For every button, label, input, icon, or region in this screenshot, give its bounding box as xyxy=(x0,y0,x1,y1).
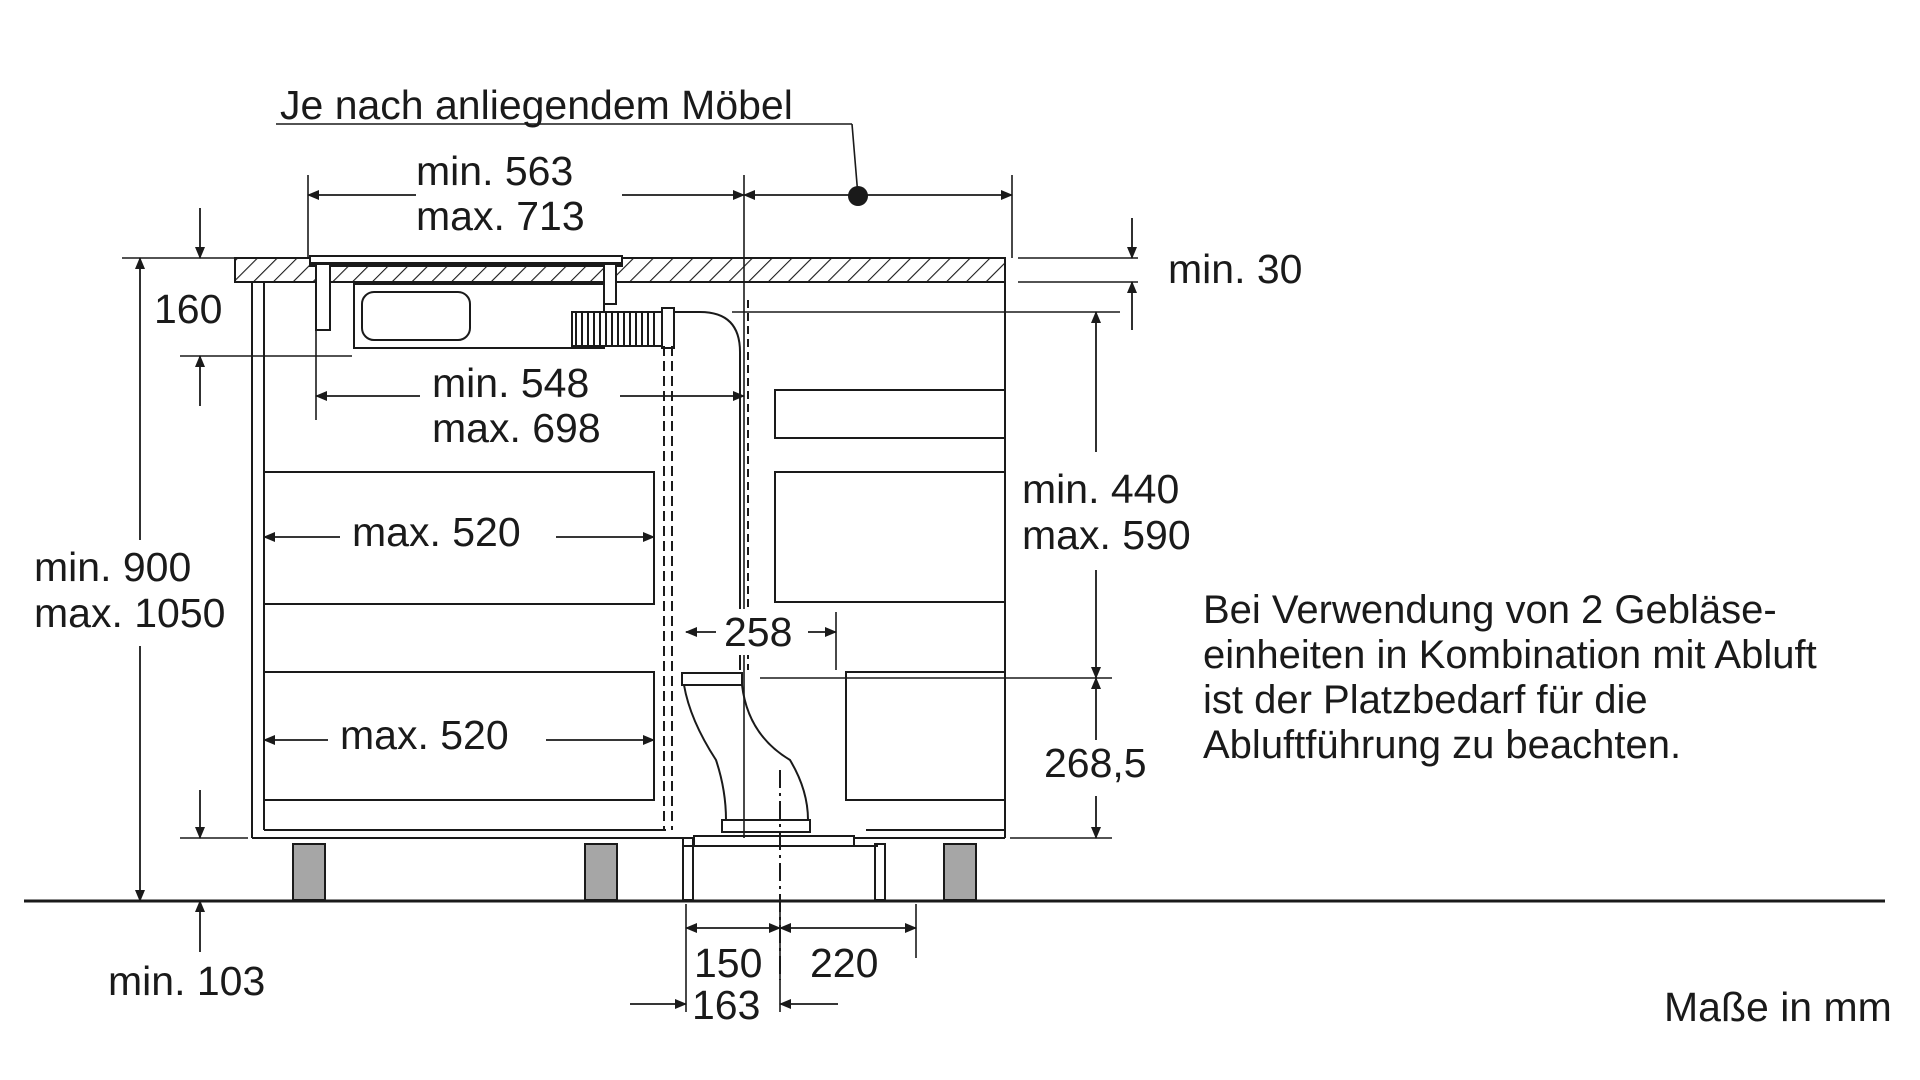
note-line: Bei Verwendung von 2 Gebläse- xyxy=(1203,588,1777,632)
bottom-150-label: 150 xyxy=(694,940,763,986)
duct-268-label: 268,5 xyxy=(1044,740,1147,786)
note-line: ist der Platzbedarf für die xyxy=(1203,678,1648,722)
right-drawers xyxy=(774,389,1006,831)
worktop xyxy=(234,255,1006,283)
total-height-max-label: max. 1050 xyxy=(34,590,226,636)
drawer-lower-label: max. 520 xyxy=(340,712,509,758)
top-width-max-label: max. 713 xyxy=(416,193,585,239)
right-height-min-label: min. 440 xyxy=(1022,466,1180,512)
drawer-upper-label: max. 520 xyxy=(352,509,521,555)
duct-bellows xyxy=(571,300,749,670)
inner-width-max-label: max. 698 xyxy=(432,405,601,451)
inner-width-min-label: min. 548 xyxy=(432,360,590,406)
right-height-max-label: max. 590 xyxy=(1022,512,1191,558)
bottom-220-label: 220 xyxy=(810,940,879,986)
note-line: Abluftführung zu beachten. xyxy=(1203,723,1682,767)
furniture-note-label: Je nach anliegendem Möbel xyxy=(280,82,793,128)
cabinet-legs xyxy=(292,843,977,901)
worktop-min-label: min. 30 xyxy=(1168,246,1303,292)
units-label: Maße in mm xyxy=(1664,984,1892,1030)
top-width-min-label: min. 563 xyxy=(416,148,574,194)
total-height-min-label: min. 900 xyxy=(34,544,192,590)
note-line: einheiten in Kombination mit Abluft xyxy=(1203,633,1817,677)
bottom-163-label: 163 xyxy=(692,982,761,1028)
plinth-min-label: min. 103 xyxy=(108,958,266,1004)
extension-lines xyxy=(122,123,1138,1012)
fan-duct xyxy=(681,672,855,980)
dimension-lines xyxy=(135,190,1137,1009)
duct-plinth xyxy=(682,837,886,901)
depth-160-label: 160 xyxy=(154,286,223,332)
duct-258-label: 258 xyxy=(724,609,793,655)
ventilation-note: Bei Verwendung von 2 Gebläse- einheiten … xyxy=(1203,588,1920,768)
reference-dot xyxy=(848,186,868,206)
